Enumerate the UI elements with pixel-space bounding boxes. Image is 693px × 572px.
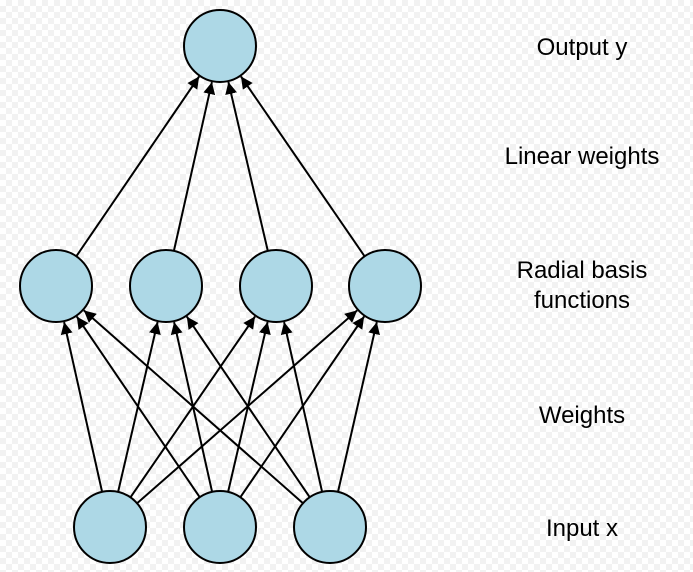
label-radial-basis: Radial basis [517,257,648,284]
label-weights: Weights [539,402,625,429]
output-node [183,9,257,83]
input-node-3 [293,490,367,564]
edge-rbf-2-to-output [172,81,216,252]
rbf-node-2 [129,249,203,323]
label-linear-weights: Linear weights [505,143,660,170]
edge-input-3-to-rbf-2 [185,316,311,498]
rbf-node-4 [348,249,422,323]
edge-rbf-4-to-output [240,75,366,257]
edge-input-3-to-rbf-3 [280,321,324,493]
input-node-2 [183,490,257,564]
connections-layer [60,75,380,505]
nodes-layer [19,9,422,564]
rbf-node-3 [239,249,313,323]
edge-input-2-to-rbf-1 [75,316,201,498]
input-node-1 [73,490,147,564]
label-output-y: Output y [537,34,628,61]
rbf-node-1 [19,249,93,323]
label-functions: functions [534,287,630,314]
edge-input-3-to-rbf-1 [83,309,304,504]
label-input-x: Input x [546,515,618,542]
edge-rbf-1-to-output [75,75,200,257]
edge-input-1-to-rbf-1 [60,321,104,493]
edge-input-3-to-rbf-4 [337,321,380,493]
edge-rbf-3-to-output [225,81,269,252]
